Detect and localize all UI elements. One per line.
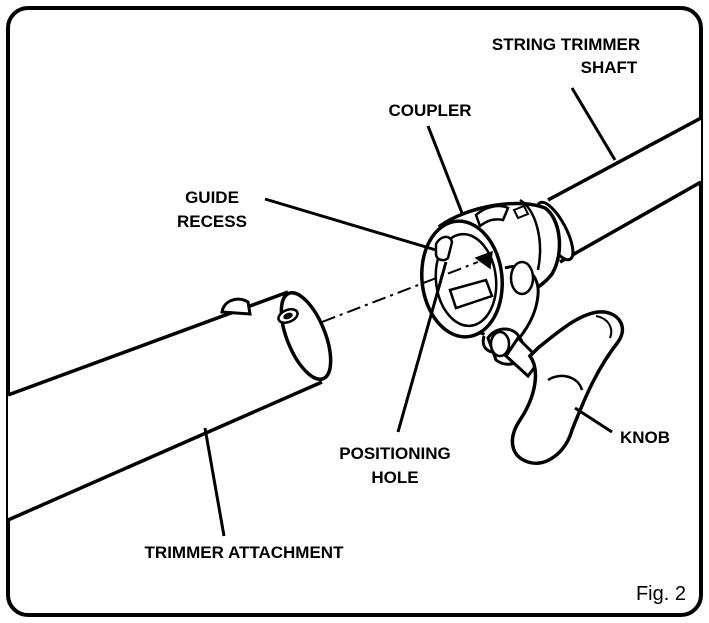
leader-string-trimmer-shaft — [570, 87, 617, 161]
label-positioning-hole-line1: POSITIONING — [339, 444, 450, 463]
leader-coupler — [426, 125, 464, 214]
leader-knob — [574, 406, 613, 434]
coupler — [420, 198, 562, 354]
label-trimmer-attachment: TRIMMER ATTACHMENT — [145, 543, 345, 562]
trimmer-attachment — [7, 290, 333, 522]
label-string-trimmer-shaft-line2: SHAFT — [581, 58, 638, 77]
label-guide-recess-line2: RECESS — [177, 212, 247, 231]
leader-positioning-hole — [396, 261, 448, 433]
label-knob: KNOB — [620, 428, 670, 447]
label-guide-recess-line1: GUIDE — [185, 188, 239, 207]
alignment-axis — [321, 261, 479, 323]
figure-caption: Fig. 2 — [636, 583, 686, 605]
knob — [486, 310, 625, 465]
label-coupler: COUPLER — [388, 101, 471, 120]
leader-trimmer-attachment — [203, 427, 226, 537]
leader-guide-recess — [264, 197, 437, 252]
label-string-trimmer-shaft-line1: STRING TRIMMER — [492, 35, 640, 54]
label-positioning-hole-line2: HOLE — [371, 468, 418, 487]
